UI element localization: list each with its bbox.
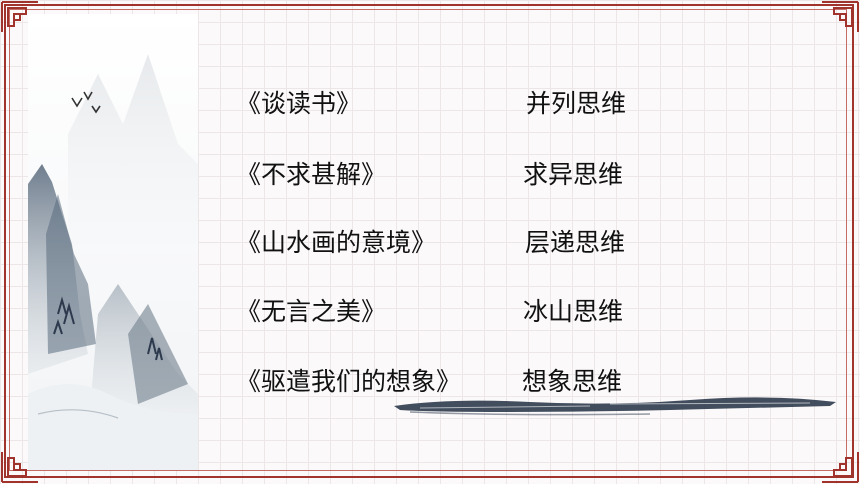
frame-corner-ornament-icon bbox=[820, 0, 860, 34]
frame-corner-ornament-icon bbox=[0, 450, 40, 484]
thinking-mode: 并列思维 bbox=[526, 89, 627, 118]
list-item: 《山水画的意境》 层递思维 bbox=[236, 223, 696, 263]
work-title: 《谈读书》 bbox=[236, 89, 362, 118]
list-item: 《不求甚解》 求异思维 bbox=[236, 155, 696, 195]
list-item: 《驱遣我们的想象》 想象思维 bbox=[236, 362, 696, 402]
frame-corner-ornament-icon bbox=[0, 0, 40, 34]
ink-landscape-painting bbox=[28, 14, 198, 470]
frame-corner-ornament-icon bbox=[820, 450, 860, 484]
thinking-mode: 层递思维 bbox=[525, 228, 626, 257]
thinking-mode: 求异思维 bbox=[523, 160, 624, 189]
thinking-mode: 想象思维 bbox=[522, 367, 623, 396]
list-item: 《谈读书》 并列思维 bbox=[236, 84, 696, 124]
work-title: 《山水画的意境》 bbox=[236, 228, 437, 257]
work-title: 《驱遣我们的想象》 bbox=[236, 367, 462, 396]
thinking-mode: 冰山思维 bbox=[523, 297, 624, 326]
ink-brush-stroke bbox=[390, 392, 840, 418]
slide-frame bbox=[4, 4, 854, 478]
work-title: 《无言之美》 bbox=[236, 297, 387, 326]
list-item: 《无言之美》 冰山思维 bbox=[236, 292, 696, 332]
work-title: 《不求甚解》 bbox=[236, 160, 387, 189]
slide-frame-inner bbox=[9, 9, 847, 471]
